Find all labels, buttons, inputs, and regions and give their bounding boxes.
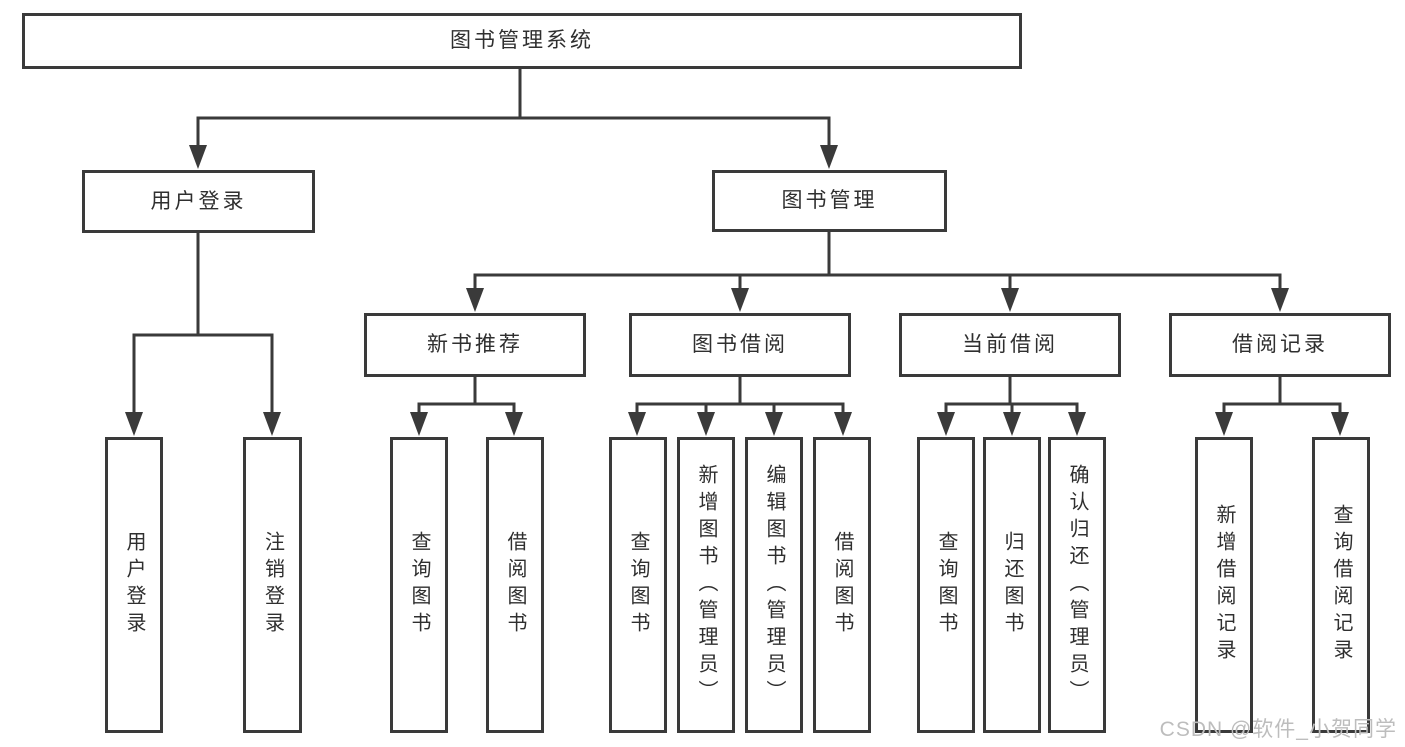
node-borrowing-records: 借阅记录 — [1169, 313, 1391, 377]
node-root-library-system: 图书管理系统 — [22, 13, 1022, 69]
leaf-return-books: 归还图书 — [983, 437, 1041, 733]
node-new-book-recommend: 新书推荐 — [364, 313, 586, 377]
node-book-management: 图书管理 — [712, 170, 947, 232]
leaf-borrow-books: 借阅图书 — [813, 437, 871, 733]
leaf-add-books-admin: 新增图书（管理员） — [677, 437, 735, 733]
leaf-query-books-recommend: 查询图书 — [390, 437, 448, 733]
leaf-edit-books-admin: 编辑图书（管理员） — [745, 437, 803, 733]
leaf-confirm-return-admin: 确认归还（管理员） — [1048, 437, 1106, 733]
leaf-query-borrow-record: 查询借阅记录 — [1312, 437, 1370, 733]
leaf-add-borrow-record: 新增借阅记录 — [1195, 437, 1253, 733]
node-book-borrowing: 图书借阅 — [629, 313, 851, 377]
leaf-query-books-borrow: 查询图书 — [609, 437, 667, 733]
csdn-watermark: CSDN @软件_小贺同学 — [1159, 718, 1397, 741]
leaf-user-login: 用户登录 — [105, 437, 163, 733]
node-current-borrowing: 当前借阅 — [899, 313, 1121, 377]
leaf-logout: 注销登录 — [243, 437, 302, 733]
node-user-login: 用户登录 — [82, 170, 315, 233]
leaf-borrow-books-recommend: 借阅图书 — [486, 437, 544, 733]
leaf-query-books-current: 查询图书 — [917, 437, 975, 733]
